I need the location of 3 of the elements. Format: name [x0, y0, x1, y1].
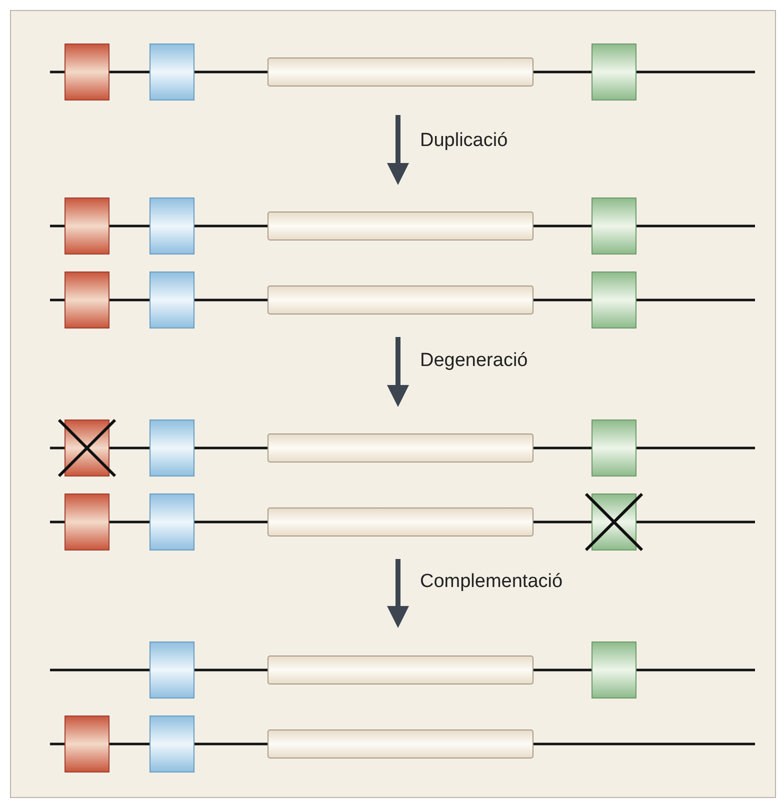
step-label: Duplicació	[420, 130, 508, 152]
step-label: Degeneració	[420, 350, 528, 372]
step-label: Complementació	[420, 571, 563, 593]
